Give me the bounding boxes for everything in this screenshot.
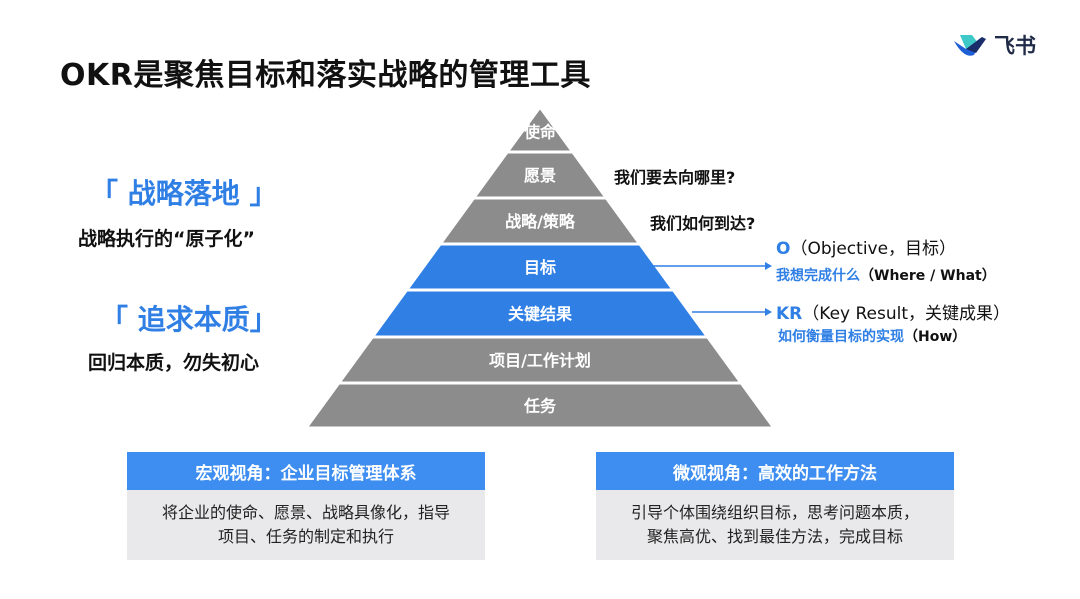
feishu-bird-icon xyxy=(954,35,986,56)
pyramid-level-label-7: 任务 xyxy=(523,397,557,416)
macro-box-line1: 将企业的使命、愿景、战略具像化，指导 xyxy=(161,503,450,522)
pyramid-level-label-1: 使命 xyxy=(523,123,557,142)
micro-box-line2: 聚焦高优、找到最佳方法，完成目标 xyxy=(646,527,903,546)
page-title: OKR是聚焦目标和落实战略的管理工具 xyxy=(60,58,591,93)
objective-arrow-head xyxy=(765,262,772,270)
logo-text: 飞书 xyxy=(994,34,1036,58)
kr-arrow-head xyxy=(765,308,772,316)
kr-letter: KR xyxy=(776,304,803,324)
objective-annotation: O（Objective，目标） xyxy=(776,234,956,259)
pyramid-level-label-2: 愿景 xyxy=(524,166,556,185)
question-where: 我们要去向哪里? xyxy=(614,168,736,187)
objective-text: （Objective，目标） xyxy=(790,239,957,259)
pursue-essence-heading: 「 追求本质」 xyxy=(100,303,278,336)
pyramid-level-7 xyxy=(303,381,777,430)
micro-box-body: 引导个体围绕组织目标，思考问题本质， 聚焦高优、找到最佳方法，完成目标 xyxy=(596,490,954,560)
micro-box-line1: 引导个体围绕组织目标，思考问题本质， xyxy=(630,503,919,522)
kr-sub-accent: 如何衡量目标的实现 xyxy=(778,329,904,345)
kr-sub-text: （How） xyxy=(904,329,967,345)
macro-box-body: 将企业的使命、愿景、战略具像化，指导 项目、任务的制定和执行 xyxy=(127,490,485,560)
pyramid-level-label-6: 项目/工作计划 xyxy=(489,351,591,370)
pyramid-level-label-3: 战略/策略 xyxy=(505,212,576,231)
kr-annotation: KR（Key Result，关键成果） xyxy=(776,299,1010,324)
feishu-logo: 飞书 xyxy=(952,30,1036,60)
kr-sub-annotation: 如何衡量目标的实现（How） xyxy=(778,326,966,346)
pursue-essence-sub: 回归本质，勿失初心 xyxy=(88,352,260,374)
strategy-landing-heading: 「 战略落地 」 xyxy=(90,177,278,210)
pyramid-level-label-5: 关键结果 xyxy=(508,305,572,324)
pyramid-level-label-4: 目标 xyxy=(524,258,556,277)
macro-box-header: 宏观视角：企业目标管理体系 xyxy=(127,452,485,490)
strategy-landing-sub: 战略执行的“原子化” xyxy=(78,228,255,250)
macro-box-line2: 项目、任务的制定和执行 xyxy=(217,527,394,546)
micro-box-header: 微观视角：高效的工作方法 xyxy=(596,452,954,490)
objective-sub-annotation: 我想完成什么（Where / What） xyxy=(776,265,996,285)
kr-text: （Key Result，关键成果） xyxy=(802,304,1011,324)
question-how: 我们如何到达? xyxy=(650,214,756,233)
objective-letter: O xyxy=(776,239,791,259)
objective-sub-accent: 我想完成什么 xyxy=(776,268,860,284)
objective-sub-text: （Where / What） xyxy=(860,268,996,284)
